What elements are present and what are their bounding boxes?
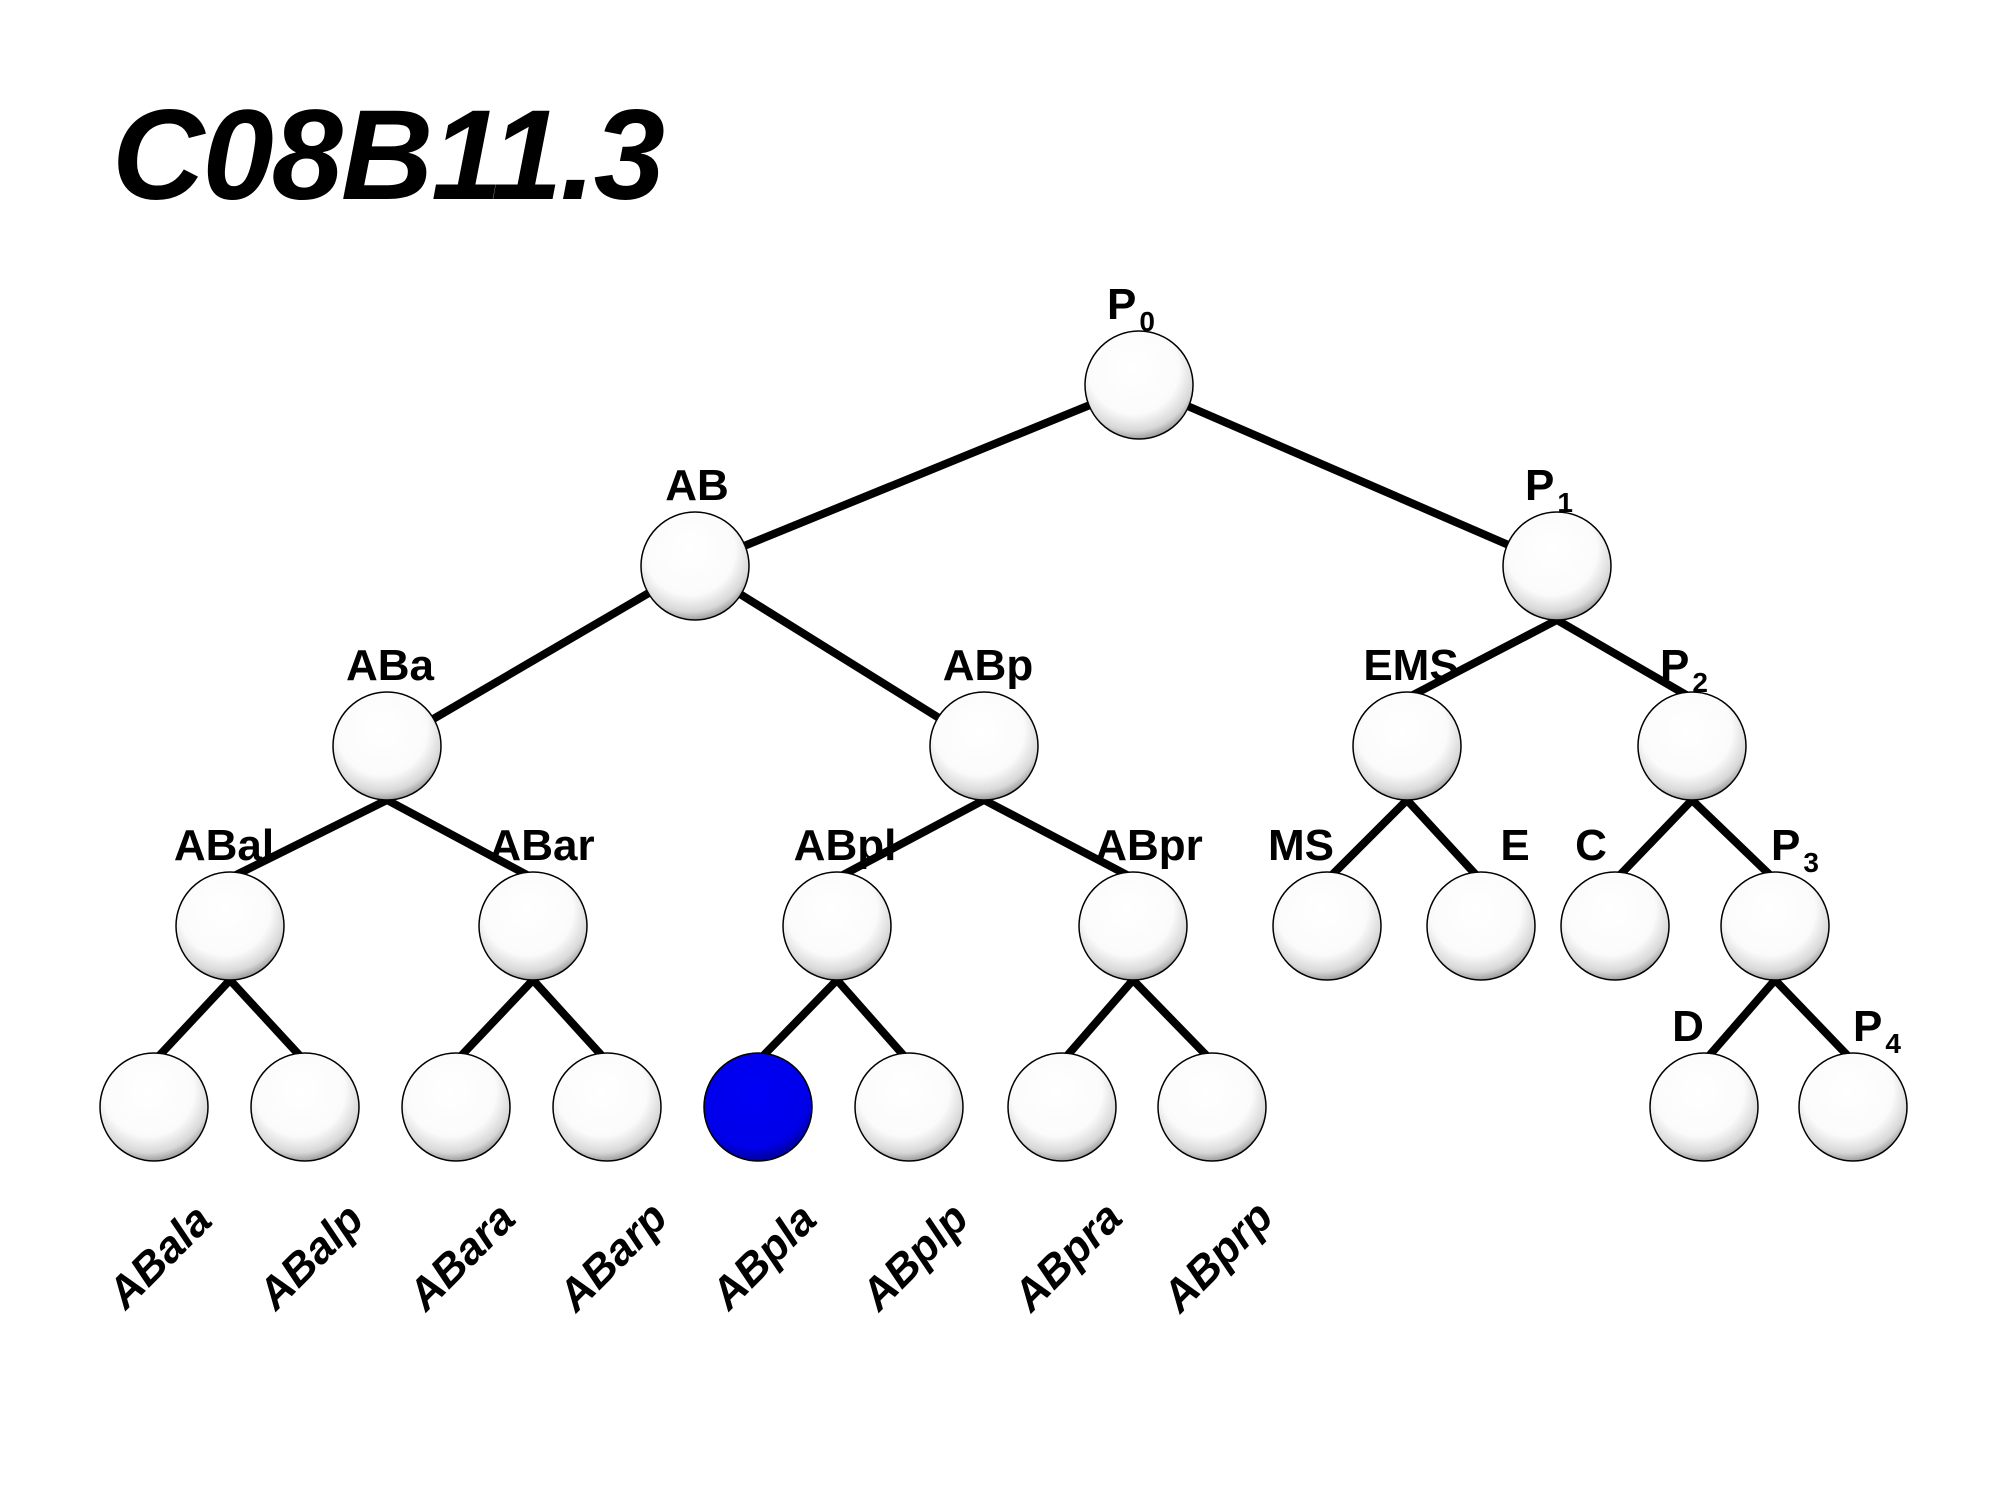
cell-node-ABalp	[250, 1052, 360, 1162]
edge-ABpl-ABpla	[759, 977, 840, 1060]
cell-label-ABar: ABar	[489, 821, 594, 870]
cell-label-C: C	[1575, 821, 1607, 870]
edge-P3-D	[1704, 977, 1779, 1060]
cell-label-ABal: ABal	[174, 821, 274, 870]
edge-ABp-ABpr	[982, 796, 1131, 880]
cell-node-P4	[1798, 1052, 1908, 1162]
cell-node-ABarp	[552, 1052, 662, 1162]
cell-label-ABplp: ABplp	[851, 1194, 978, 1321]
edge-P2-C	[1616, 797, 1695, 879]
cell-node-ABal	[175, 871, 285, 981]
cell-node-P2	[1637, 691, 1747, 801]
edge-P0-P1	[1184, 401, 1512, 550]
cell-node-D	[1649, 1052, 1759, 1162]
cell-node-P3	[1720, 871, 1830, 981]
cell-node-ABara	[401, 1052, 511, 1162]
edge-P1-EMS	[1409, 616, 1559, 700]
edge-AB-ABp	[736, 589, 943, 723]
cell-label-EMS: EMS	[1363, 641, 1458, 690]
edge-P3-P4	[1772, 977, 1852, 1060]
cell-node-ABprp	[1157, 1052, 1267, 1162]
edge-EMS-E	[1404, 797, 1480, 879]
cell-label-ABarp: ABarp	[548, 1193, 677, 1322]
cell-label-AB: AB	[665, 461, 729, 510]
cell-label-ABp: ABp	[943, 641, 1033, 690]
cell-node-P1	[1502, 511, 1612, 621]
cell-node-ABpl	[782, 871, 892, 981]
cell-label-D: D	[1672, 1002, 1704, 1051]
cell-node-EMS	[1352, 691, 1462, 801]
cell-label-ABalp: ABalp	[248, 1194, 373, 1319]
gene-title: C08B11.3	[112, 84, 665, 227]
cell-label-ABara: ABara	[398, 1193, 525, 1320]
cell-node-P0	[1084, 330, 1194, 440]
edge-AB-ABa	[429, 588, 653, 724]
cell-label-ABala: ABala	[98, 1195, 222, 1319]
cell-node-ABa	[332, 691, 442, 801]
edge-ABpr-ABprp	[1130, 977, 1211, 1060]
cell-node-ABpr	[1078, 871, 1188, 981]
cell-label-ABpra: ABpra	[1003, 1193, 1132, 1322]
cell-node-E	[1426, 871, 1536, 981]
edge-ABpl-ABplp	[834, 977, 908, 1060]
cell-node-ABala	[99, 1052, 209, 1162]
cell-label-ABpr: ABpr	[1095, 821, 1203, 870]
cell-label-ABpl: ABpl	[794, 821, 897, 870]
edge-P0-AB	[740, 400, 1094, 551]
cell-label-ABa: ABa	[346, 641, 435, 690]
edge-P2-P3	[1689, 797, 1774, 879]
edge-ABar-ABarp	[530, 977, 606, 1060]
edge-ABal-ABalp	[227, 977, 304, 1060]
cell-label-MS: MS	[1268, 821, 1334, 870]
cell-node-ABpla-highlighted	[703, 1052, 813, 1162]
cell-node-ABpra	[1007, 1052, 1117, 1162]
edge-ABar-ABara	[457, 977, 536, 1060]
cell-node-C	[1560, 871, 1670, 981]
cell-label-E: E	[1500, 821, 1529, 870]
edge-ABp-ABpl	[839, 796, 986, 880]
cell-node-ABar	[478, 871, 588, 981]
cell-label-ABpla: ABpla	[701, 1194, 826, 1319]
edge-EMS-MS	[1328, 797, 1410, 879]
edge-ABa-ABal	[232, 796, 389, 880]
cell-node-AB	[640, 511, 750, 621]
cell-node-ABp	[929, 691, 1039, 801]
edge-ABpr-ABpra	[1062, 977, 1137, 1060]
cell-label-ABprp: ABprp	[1152, 1192, 1282, 1322]
cell-node-MS	[1272, 871, 1382, 981]
edge-ABal-ABala	[155, 977, 233, 1060]
edge-ABa-ABar	[385, 796, 531, 880]
cell-node-ABplp	[854, 1052, 964, 1162]
edge-P1-P2	[1554, 616, 1691, 700]
